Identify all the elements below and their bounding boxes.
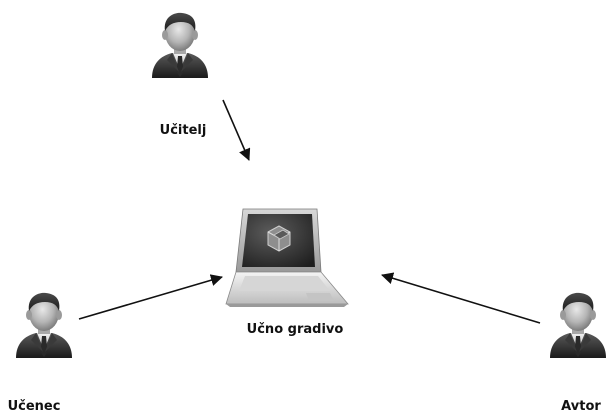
arrow-teacher-to-material (222, 99, 251, 161)
arrow-student-to-material (78, 274, 223, 320)
person-icon (550, 292, 606, 358)
arrow-author-to-material (381, 272, 541, 324)
learning-material-node: Učno gradivo (225, 208, 349, 337)
learning-material-label: Učno gradivo (247, 322, 344, 337)
laptop-icon (225, 208, 349, 307)
person-icon (16, 292, 72, 358)
student-node: Učenec (8, 292, 72, 414)
author-node: Avtor (550, 292, 606, 414)
author-label: Avtor (561, 399, 601, 414)
student-label: Učenec (8, 399, 61, 414)
teacher-label: Učitelj (160, 123, 207, 138)
teacher-node: Učitelj (152, 12, 208, 138)
person-icon (152, 12, 208, 78)
